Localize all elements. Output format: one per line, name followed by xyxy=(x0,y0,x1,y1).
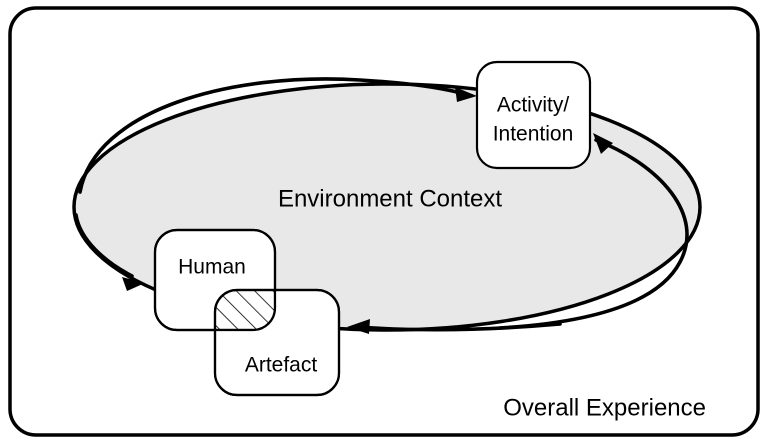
arrow-to-human xyxy=(74,213,145,291)
activity-intention-box[interactable] xyxy=(475,60,592,170)
arrow-activity-return xyxy=(498,133,689,330)
activity-intention-label-line1: Activity/ xyxy=(497,94,570,117)
artefact-box-outline xyxy=(213,288,341,397)
human-label: Human xyxy=(178,256,246,279)
node-activity-intention[interactable]: Activity/ Intention xyxy=(475,60,592,170)
activity-intention-label-line2: Intention xyxy=(493,123,574,146)
arrow-to-artefact xyxy=(347,319,562,334)
human-artefact-intersection xyxy=(215,290,275,330)
artefact-label: Artefact xyxy=(245,354,318,377)
arrow-to-activity xyxy=(78,77,477,194)
overall-experience-label: Overall Experience xyxy=(503,394,706,421)
environment-context-label: Environment Context xyxy=(278,185,502,212)
